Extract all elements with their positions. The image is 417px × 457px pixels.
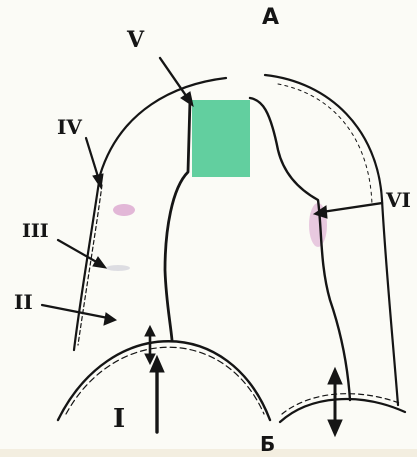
bottom-strip [0, 449, 417, 457]
label-top: А [262, 7, 279, 29]
arrow-ii-head [104, 313, 116, 325]
arrow-v-shaft [160, 58, 189, 100]
bottom-left-dome-dash [66, 347, 264, 414]
arrow-v-head [181, 92, 193, 106]
label-ii: II [14, 292, 33, 312]
double-arrow-left-head-down [145, 354, 155, 364]
pink-mark-small [106, 265, 130, 271]
arrow-iv-shaft [86, 138, 99, 180]
bottom-right-arc [280, 399, 405, 422]
label-vi: VI [386, 190, 411, 210]
pink-mark-iii [113, 204, 135, 216]
arrow-iii-head [93, 257, 106, 268]
double-arrow-right-head-up [328, 368, 342, 384]
label-iv: IV [57, 117, 82, 137]
label-v: V [127, 29, 144, 51]
double-arrow-left-head-up [145, 326, 155, 336]
double-arrow-right-head-down [328, 420, 342, 436]
outer-right-arc-inner [278, 84, 372, 205]
green-region [192, 100, 250, 177]
label-bottom: Б [260, 434, 275, 454]
bottom-left-dome [58, 341, 270, 420]
label-i: I [113, 406, 125, 432]
outer-right-arc [265, 75, 398, 405]
top-connector [250, 98, 350, 400]
arrow-ii-shaft [42, 305, 108, 318]
label-iii: III [22, 222, 49, 241]
inner-left-wall [165, 100, 190, 340]
arrow-vi-shaft [322, 203, 382, 212]
